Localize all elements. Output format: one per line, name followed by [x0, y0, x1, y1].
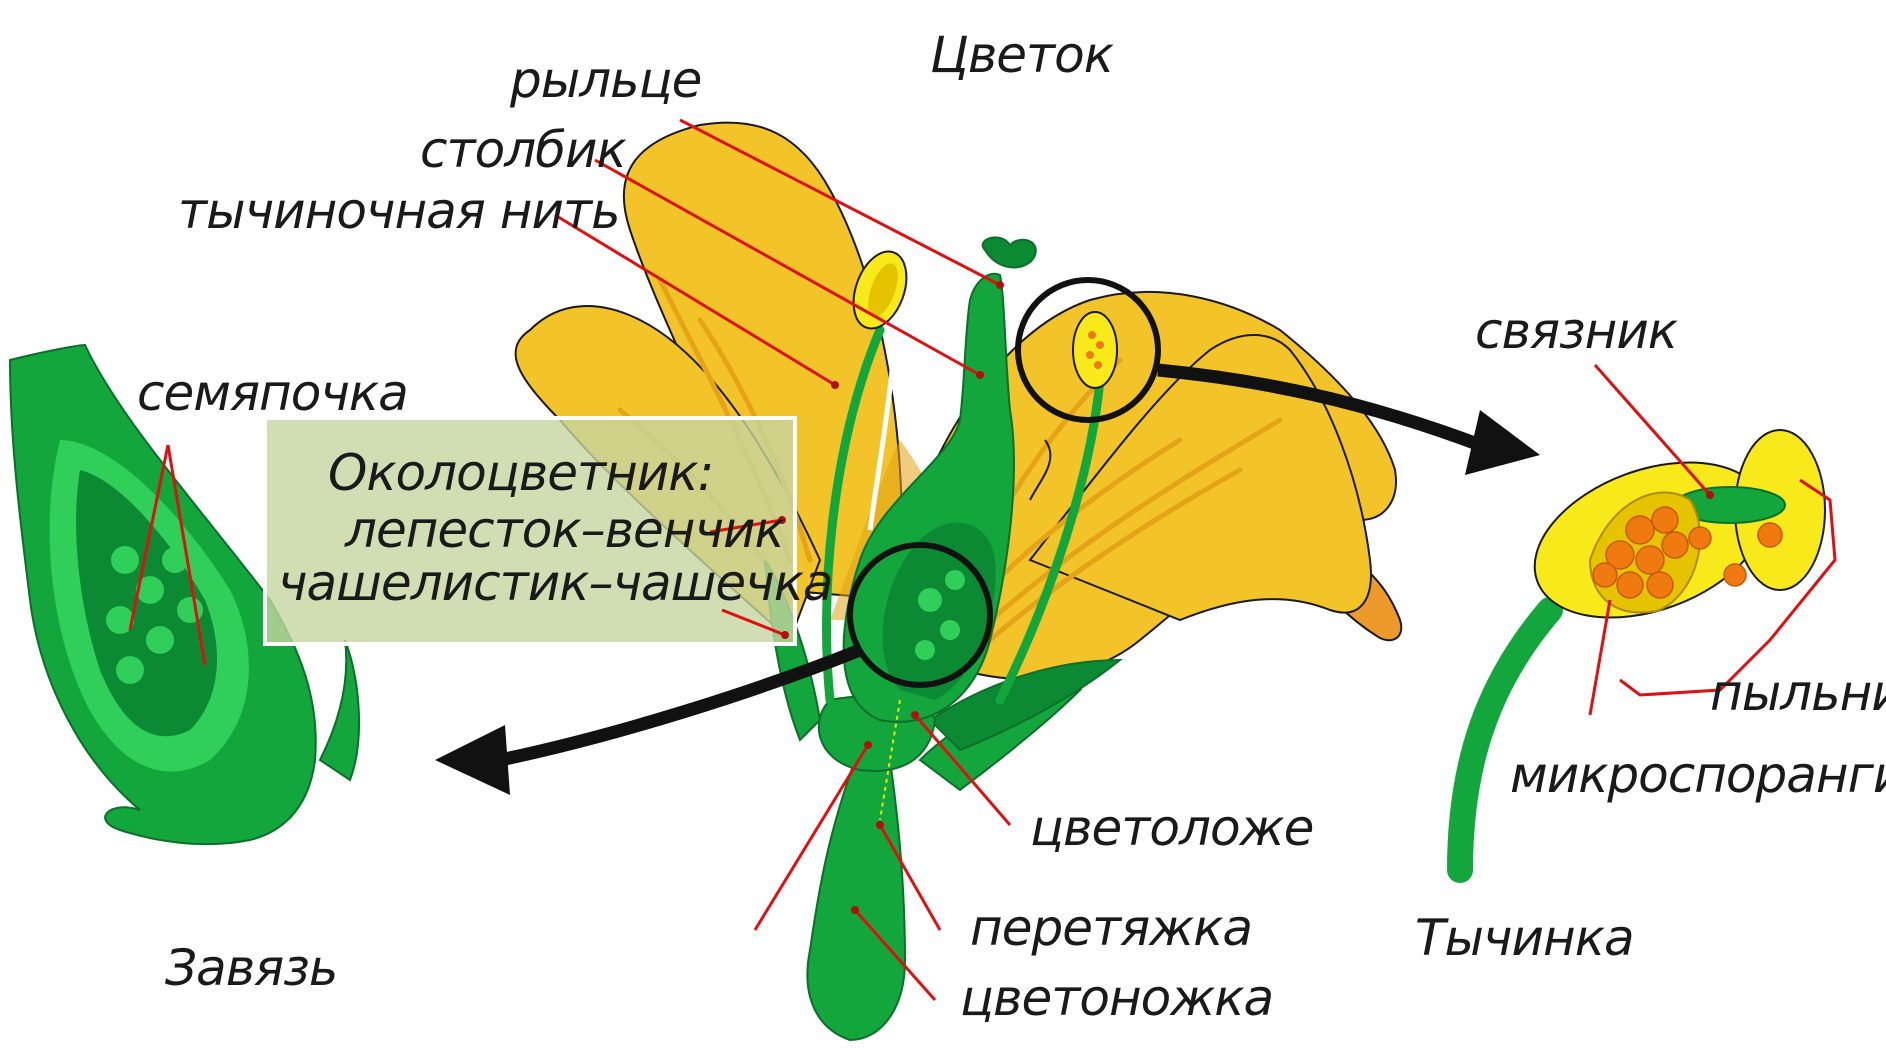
arrow-to-ovary-head: [435, 725, 510, 795]
label-stamen: Тычинка: [1415, 909, 1634, 967]
label-connective: связник: [1475, 302, 1678, 360]
label-microsporangium: микроспорангий: [1510, 746, 1886, 804]
stigma-shape: [983, 237, 1036, 267]
label-ovule: семяпочка: [137, 364, 408, 422]
stamen-detail: [1460, 430, 1835, 870]
label-flower-title: Цветок: [930, 26, 1114, 84]
label-pedicel: цветоножка: [960, 969, 1273, 1027]
label-stigma: рыльце: [509, 51, 701, 109]
label-ovary: Завязь: [165, 939, 337, 997]
label-filament: тычиночная нить: [178, 182, 620, 240]
ovary-sepal-right: [320, 640, 359, 780]
label-receptacle: цветоложе: [1030, 799, 1313, 857]
label-constriction: перетяжка: [970, 899, 1252, 957]
label-sepal-calyx: чашелистик–чашечка: [278, 554, 833, 612]
stamen-detail-filament: [1460, 610, 1550, 870]
label-style: столбик: [420, 121, 626, 179]
arrow-to-stamen-head: [1465, 410, 1540, 475]
label-petal-corolla: лепесток–венчик: [344, 501, 785, 559]
pedicel-shape: [807, 760, 905, 1040]
label-perianth: Околоцветник:: [328, 444, 713, 502]
label-anther: пыльник: [1710, 664, 1886, 722]
stamen-right-anther: [1073, 312, 1117, 388]
